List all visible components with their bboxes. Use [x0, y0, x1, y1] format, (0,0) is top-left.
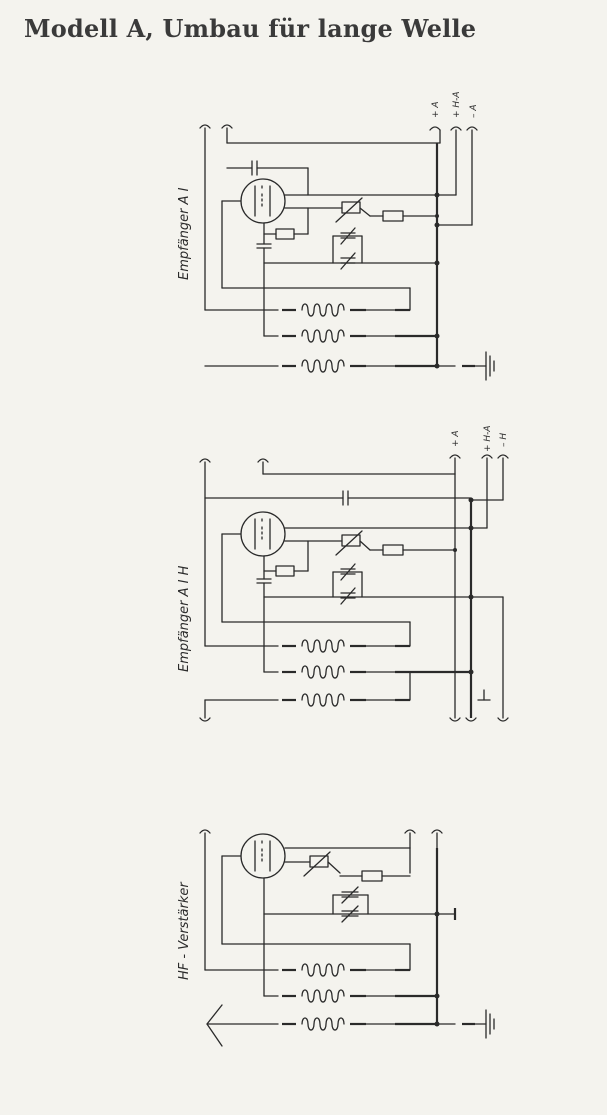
- coil-icon: [282, 1017, 366, 1031]
- antenna-hook: [199, 458, 211, 463]
- vacuum-tube-icon: [240, 511, 286, 557]
- ground-icon: [474, 1009, 495, 1039]
- resistor-icon: [275, 565, 295, 577]
- terminal-hook: [497, 454, 509, 459]
- coil-icon: [282, 989, 366, 1003]
- terminal-label: + H-A: [483, 425, 493, 452]
- terminal-hook: [481, 454, 493, 459]
- ground-icon: [477, 689, 491, 701]
- vacuum-tube-icon: [240, 178, 286, 224]
- circuit-empfaenger-a1h: + A + H-A – H: [177, 425, 509, 722]
- circuit-label: Empfänger A I: [177, 187, 192, 280]
- terminal-label: – H: [499, 433, 509, 447]
- resistor-icon: [382, 544, 404, 556]
- coil-icon: [282, 639, 366, 653]
- terminal-hook: [429, 126, 441, 131]
- coil-icon: [282, 329, 366, 343]
- circuit-hf-verstaerker: HF - Verstärker: [177, 829, 495, 1047]
- page-title: Modell A, Umbau für lange Welle: [24, 14, 477, 43]
- terminal-hook: [449, 454, 461, 459]
- terminal-hook: [497, 717, 509, 722]
- terminal-hook: [431, 829, 443, 834]
- antenna-hook: [221, 124, 233, 129]
- terminal-hook: [404, 829, 416, 834]
- antenna-hook: [257, 458, 269, 463]
- resistor-icon: [361, 870, 383, 882]
- terminal-label: – A: [469, 104, 479, 118]
- terminal-hook: [199, 717, 211, 722]
- coil-icon: [282, 963, 366, 977]
- coil-icon: [282, 693, 366, 707]
- vacuum-tube-icon: [240, 833, 286, 879]
- ground-icon: [474, 351, 495, 381]
- coil-icon: [282, 665, 366, 679]
- terminal-hook: [466, 126, 478, 131]
- circuit-empfaenger-a1: + A + H-A – A: [177, 91, 495, 381]
- terminal-label: + A: [431, 101, 441, 118]
- antenna-hook: [199, 124, 211, 129]
- antenna-arrow-icon: [206, 1004, 223, 1047]
- circuit-label: HF - Verstärker: [177, 881, 192, 980]
- coil-icon: [282, 303, 366, 317]
- terminal-label: + H-A: [452, 91, 462, 118]
- resistor-icon: [382, 210, 404, 222]
- terminal-label: + A: [451, 430, 461, 447]
- circuit-label: Empfänger A I H: [177, 565, 192, 672]
- terminal-hook: [449, 717, 461, 722]
- terminal-hook: [450, 126, 462, 131]
- coil-icon: [282, 359, 366, 373]
- antenna-hook: [199, 829, 211, 834]
- resistor-icon: [275, 228, 295, 240]
- terminal-hook: [465, 717, 477, 722]
